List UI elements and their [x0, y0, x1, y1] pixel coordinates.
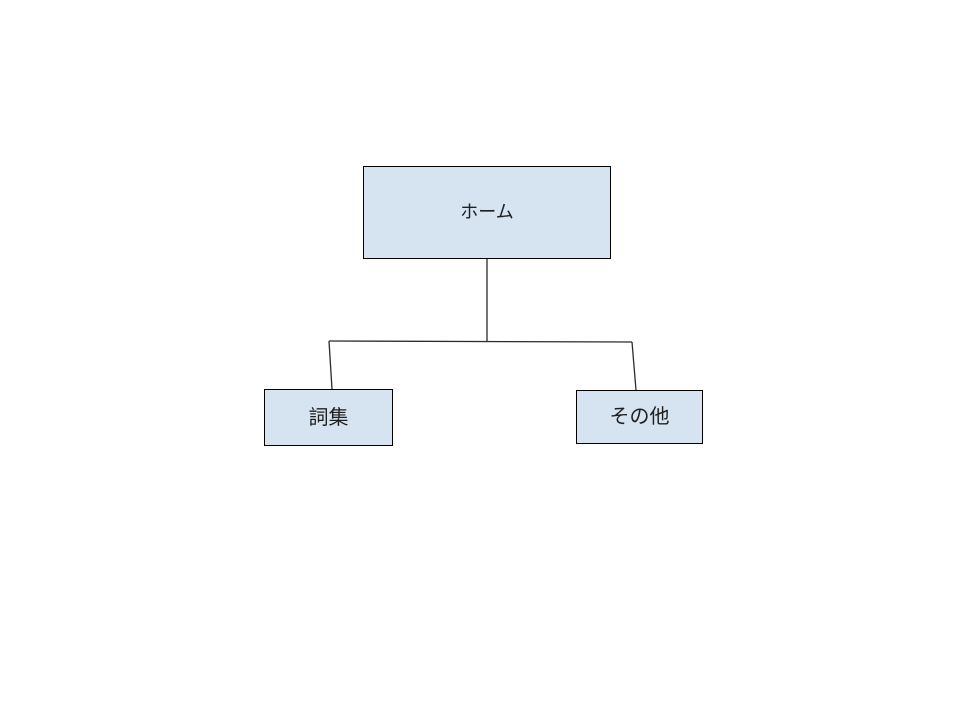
diagram-node-sonota[interactable]: その他	[576, 390, 703, 444]
connector-crossbar	[328, 340, 633, 343]
node-label: 詞集	[308, 406, 349, 429]
connector-right-drop	[631, 341, 637, 391]
node-label: ホーム	[460, 201, 514, 222]
diagram-node-home[interactable]: ホーム	[363, 166, 611, 259]
diagram-node-shishuu[interactable]: 詞集	[264, 389, 393, 446]
node-label: その他	[609, 406, 670, 428]
connector-left-drop	[328, 340, 333, 390]
